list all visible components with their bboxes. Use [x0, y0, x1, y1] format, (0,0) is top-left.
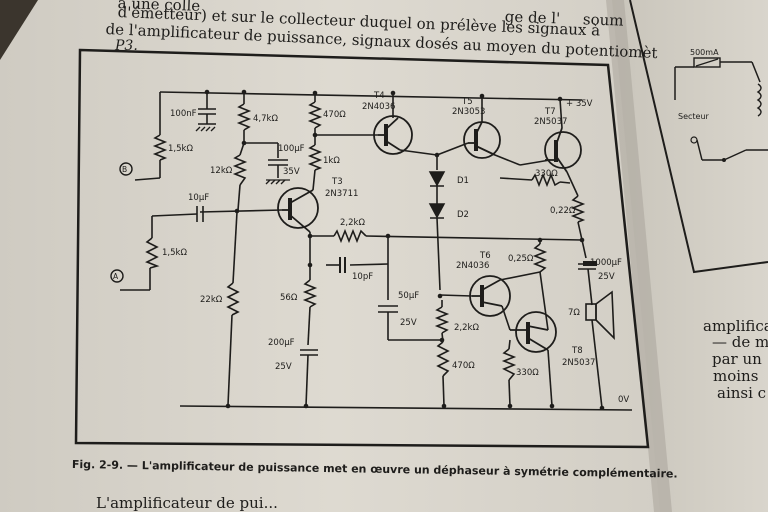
- label-c50uf: 50μF: [398, 291, 419, 301]
- label-t8-type: 2N5037: [562, 358, 595, 368]
- transistor-t4: [373, 115, 413, 155]
- bottom-page-text: L'amplificateur de pui...: [96, 494, 278, 512]
- label-t7-type: 2N5037: [534, 117, 567, 127]
- label-t3: T3: [331, 177, 343, 187]
- terminal-a: [110, 269, 124, 283]
- label-r15k-in: 1,5kΩ: [162, 248, 187, 258]
- fuse-label: 500mA: [690, 48, 719, 57]
- schematic-frame: [74, 48, 650, 449]
- label-in-b: B: [122, 165, 127, 174]
- label-v35: 35V: [283, 167, 300, 177]
- transistor-t6: [469, 275, 511, 317]
- label-c1000uf: 1000μF: [590, 258, 622, 268]
- label-t7: T7: [544, 107, 556, 117]
- transistor-t3: [277, 187, 319, 233]
- label-t3-type: 2N3711: [325, 189, 358, 199]
- label-zero-v: 0V: [618, 395, 629, 405]
- terminal-b: [119, 162, 133, 176]
- label-c200uf: 200μF: [268, 338, 295, 348]
- label-r470-top: 470Ω: [323, 110, 346, 120]
- label-r22k-bias: 2,2kΩ: [340, 218, 365, 228]
- transistor-t5: [463, 121, 501, 159]
- label-r330-top: 330Ω: [535, 169, 558, 179]
- label-t5: T5: [461, 97, 473, 107]
- label-t6-type: 2N4036: [456, 261, 489, 271]
- label-v25-a: 25V: [400, 318, 417, 328]
- label-r12k: 12kΩ: [210, 166, 233, 176]
- speaker-icon: [585, 290, 615, 341]
- diodes: [428, 171, 446, 219]
- label-d1: D1: [457, 176, 469, 186]
- label-r22k: 22kΩ: [200, 295, 223, 305]
- label-in-a: A: [113, 272, 119, 281]
- transformer-coil: [756, 83, 762, 117]
- right-text-2: — de m: [712, 333, 768, 351]
- left-page: [0, 0, 668, 512]
- label-r56: 56Ω: [280, 293, 298, 303]
- transistors: [277, 115, 582, 353]
- label-t6: T6: [479, 251, 491, 261]
- label-t5-type: 2N3053: [452, 107, 485, 117]
- label-c10uf: 10μF: [188, 193, 209, 203]
- capacitors: [339, 257, 597, 273]
- junction-dots: [204, 89, 605, 411]
- side-diagram: 500mA Secteur: [629, 0, 768, 274]
- transistor-t8: [510, 311, 557, 353]
- label-t4: T4: [373, 91, 385, 101]
- label-c10pf: 10pF: [352, 272, 373, 282]
- input-terminals: [110, 162, 133, 283]
- label-r330-bot: 330Ω: [516, 368, 539, 378]
- label-r15k-top: 1,5kΩ: [168, 144, 193, 154]
- label-r47k: 4,7kΩ: [253, 114, 278, 124]
- gutter-shadow: [606, 0, 672, 512]
- label-r22k-t6: 2,2kΩ: [454, 323, 479, 333]
- label-r7: 7Ω: [568, 308, 580, 318]
- right-text-4: moins: [713, 367, 759, 385]
- label-r022-top: 0,22Ω: [550, 206, 576, 216]
- right-text-3: par un: [712, 350, 762, 368]
- label-r1k: 1kΩ: [323, 156, 340, 166]
- transistor-t7: [544, 127, 582, 173]
- label-r025: 0,25Ω: [508, 254, 534, 264]
- secteur-label: Secteur: [678, 112, 710, 121]
- switch-symbol: [723, 149, 747, 161]
- page-text-line4: P3.: [115, 38, 138, 54]
- right-text-5: ainsi c: [717, 384, 767, 402]
- resistors: [145, 101, 586, 381]
- label-t4-type: 2N4036: [362, 102, 395, 112]
- label-v25-c: 25V: [598, 272, 615, 282]
- label-r470-bot: 470Ω: [452, 361, 475, 371]
- component-labels: 100nF 4,7kΩ 1,5kΩ 12kΩ 100μF 35V 470Ω 1k…: [113, 91, 629, 405]
- label-d2: D2: [457, 210, 469, 220]
- right-text-1: amplifica: [703, 317, 768, 335]
- label-c100uf: 100μF: [278, 144, 305, 154]
- label-t8: T8: [571, 346, 583, 356]
- label-plus35: + 35V: [566, 99, 593, 109]
- ground-symbols: [195, 126, 290, 185]
- label-v25-b: 25V: [275, 362, 292, 372]
- label-c100nf: 100nF: [170, 109, 197, 119]
